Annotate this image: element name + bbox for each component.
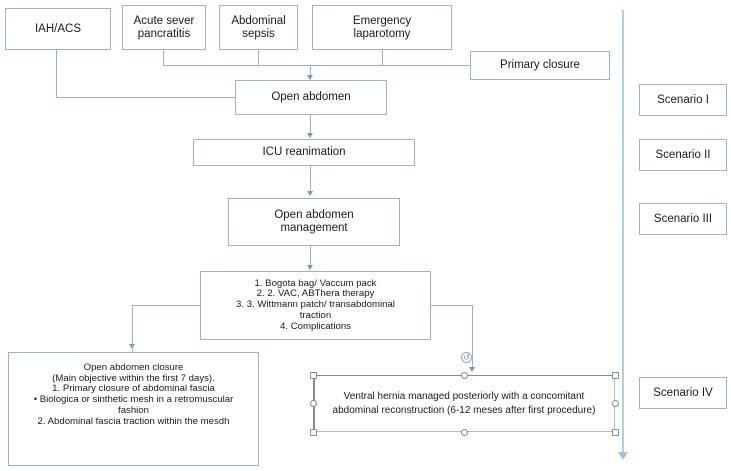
- arrowhead-icu: [306, 133, 313, 138]
- node-open-abdomen[interactable]: Open abdomen: [235, 80, 387, 115]
- node-techniques-list[interactable]: 1. Bogota bag/ Vaccum pack 2. 2. VAC, AB…: [200, 271, 431, 340]
- resize-handle-bottom-center[interactable]: [461, 429, 468, 436]
- node-scenario-2-label: Scenario II: [655, 148, 711, 161]
- connector-open-abdomen-to-icu: [310, 115, 311, 134]
- node-techniques-list-text: 1. Bogota bag/ Vaccum pack 2. 2. VAC, AB…: [236, 277, 395, 332]
- node-scenario-1[interactable]: Scenario I: [639, 84, 727, 116]
- node-iah-acs-label: IAH/ACS: [34, 22, 81, 35]
- scenario-spine-line: [622, 10, 624, 453]
- resize-handle-bottom-left[interactable]: [310, 429, 317, 436]
- node-scenario-4-label: Scenario IV: [653, 386, 713, 399]
- node-icu-reanimation[interactable]: ICU reanimation: [193, 139, 415, 166]
- resize-handle-top-center[interactable]: [461, 372, 468, 379]
- node-scenario-2[interactable]: Scenario II: [639, 139, 727, 171]
- arrowhead-closure-box: [128, 344, 135, 349]
- arrowhead-ventral-hernia-box: [468, 367, 475, 372]
- node-ventral-hernia[interactable]: Ventral hernia managed posteriorly with …: [313, 375, 615, 432]
- arrowhead-techniques: [306, 265, 313, 270]
- node-open-abdomen-management-label: Open abdomen management: [274, 209, 354, 234]
- connector-top-bus: [163, 65, 470, 66]
- node-ventral-hernia-text: Ventral hernia managed posteriorly with …: [332, 391, 596, 416]
- node-acute-severe-pancreatitis-label: Acute sever pancratitis: [133, 14, 195, 40]
- node-abdominal-sepsis[interactable]: Abdominal sepsis: [219, 5, 298, 50]
- node-open-abdomen-management[interactable]: Open abdomen management: [228, 198, 400, 246]
- node-primary-closure-label: Primary closure: [500, 59, 580, 72]
- node-scenario-4[interactable]: Scenario IV: [639, 377, 727, 409]
- scenario-spine-arrowhead: [618, 452, 628, 460]
- connector-iah-to-open-abdomen: [56, 97, 235, 98]
- node-emergency-laparotomy-label: Emergency laparotomy: [352, 14, 412, 40]
- rotate-icon[interactable]: ↺: [461, 352, 472, 363]
- resize-handle-top-right[interactable]: [612, 372, 619, 379]
- arrowhead-management: [306, 191, 313, 196]
- resize-handle-middle-left[interactable]: [310, 400, 317, 407]
- connector-techniques-right: [431, 305, 472, 306]
- node-acute-severe-pancreatitis[interactable]: Acute sever pancratitis: [122, 5, 206, 50]
- arrowhead-open-abdomen-top: [306, 75, 313, 80]
- node-icu-reanimation-label: ICU reanimation: [262, 146, 346, 159]
- node-scenario-3[interactable]: Scenario III: [639, 203, 727, 235]
- node-primary-closure[interactable]: Primary closure: [470, 51, 610, 80]
- node-scenario-1-label: Scenario I: [657, 93, 709, 106]
- connector-management-to-techniques: [310, 246, 311, 266]
- node-open-abdomen-label: Open abdomen: [271, 91, 351, 104]
- node-scenario-3-label: Scenario III: [653, 212, 713, 225]
- node-abdominal-sepsis-label: Abdominal sepsis: [231, 14, 286, 40]
- connector-techniques-right-drop: [472, 305, 473, 369]
- connector-techniques-left: [132, 305, 200, 306]
- resize-handle-middle-right[interactable]: [612, 400, 619, 407]
- resize-handle-top-left[interactable]: [310, 372, 317, 379]
- node-emergency-laparotomy[interactable]: Emergency laparotomy: [312, 5, 452, 50]
- connector-icu-to-management: [310, 166, 311, 192]
- node-open-abdomen-closure[interactable]: Open abdomen closure (Main objective wit…: [8, 352, 259, 466]
- connector-bus-to-open-abdomen: [310, 65, 311, 76]
- node-open-abdomen-closure-text: Open abdomen closure (Main objective wit…: [33, 362, 234, 427]
- connector-iah-stem: [56, 50, 57, 97]
- connector-closure-box-stem: [132, 345, 133, 352]
- connector-laparotomy-stem: [382, 50, 383, 65]
- connector-techniques-left-drop: [132, 305, 133, 345]
- node-iah-acs[interactable]: IAH/ACS: [5, 8, 111, 50]
- connector-sepsis-stem: [258, 50, 259, 65]
- connector-pancreatitis-stem: [163, 50, 164, 65]
- resize-handle-bottom-right[interactable]: [612, 429, 619, 436]
